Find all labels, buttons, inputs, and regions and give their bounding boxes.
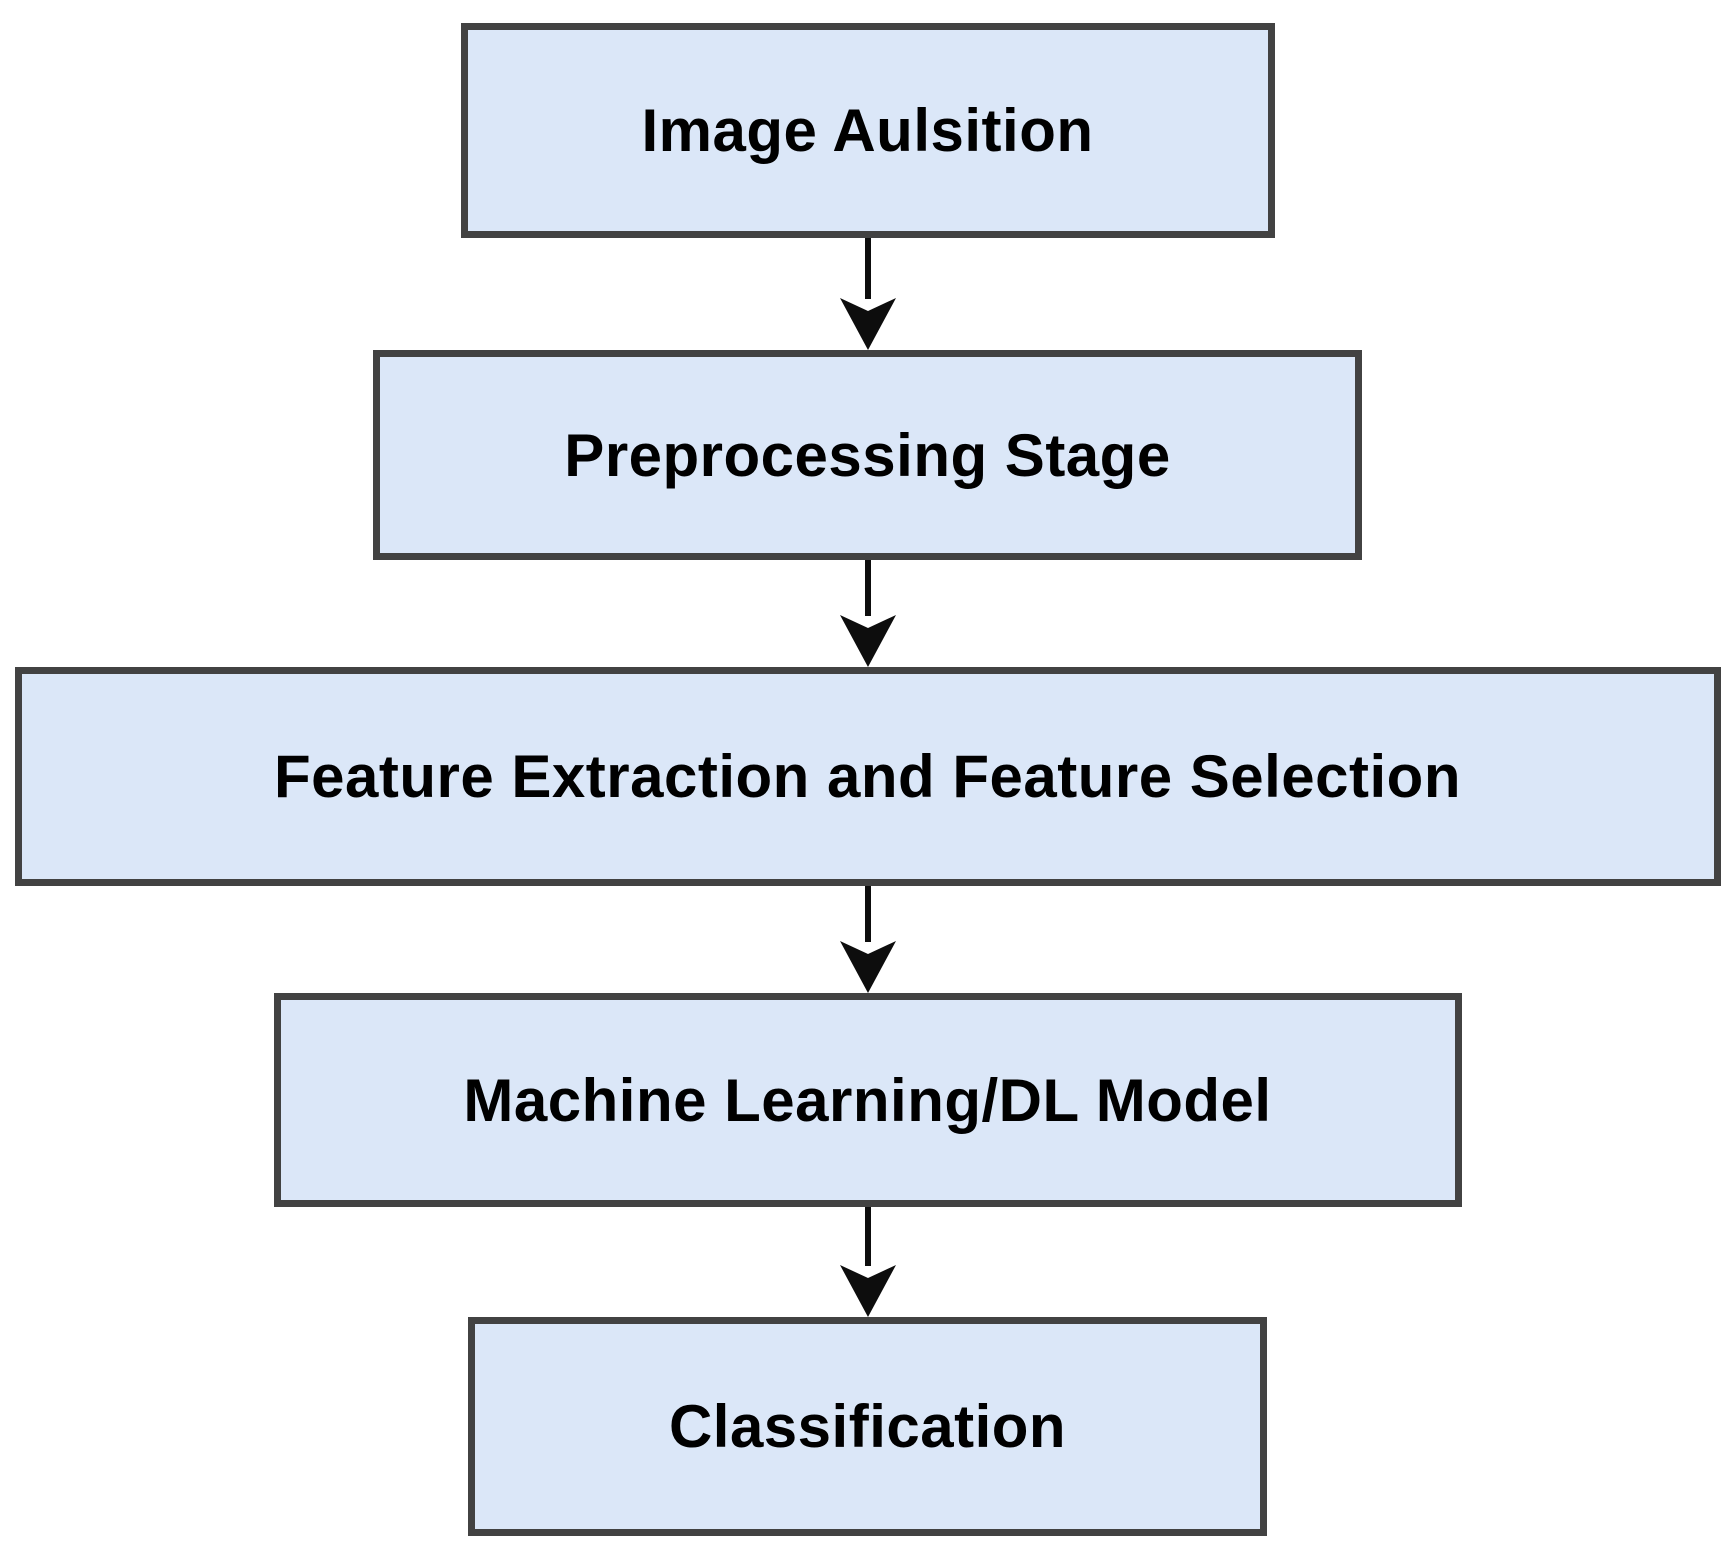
arrow-head-icon (839, 615, 896, 667)
flow-node-machine-learning-dl-model: Machine Learning/DL Model (273, 993, 1462, 1207)
flow-node-feature-extraction-and-selection: Feature Extraction and Feature Selection (14, 667, 1721, 886)
flow-node-label: Image Aulsition (641, 97, 1094, 164)
arrow-down-icon (838, 238, 898, 350)
arrow-stem (864, 560, 871, 616)
arrow-head-icon (839, 298, 896, 350)
arrow-stem (864, 238, 871, 299)
arrow-head-icon (839, 1265, 896, 1317)
flow-node-label: Feature Extraction and Feature Selection (274, 743, 1461, 810)
flow-node-image-acquisition: Image Aulsition (460, 23, 1275, 238)
flow-node-label: Classification (668, 1393, 1067, 1460)
flow-node-label: Machine Learning/DL Model (463, 1066, 1272, 1134)
arrow-stem (864, 1207, 871, 1266)
arrow-down-icon (838, 886, 898, 993)
flow-node-classification: Classification (468, 1317, 1267, 1536)
flow-node-label: Preprocessing Stage (564, 421, 1171, 489)
flow-node-preprocessing-stage: Preprocessing Stage (373, 350, 1362, 560)
arrow-down-icon (838, 560, 898, 667)
arrow-head-icon (839, 941, 896, 993)
arrow-stem (864, 886, 871, 942)
arrow-down-icon (838, 1207, 898, 1317)
